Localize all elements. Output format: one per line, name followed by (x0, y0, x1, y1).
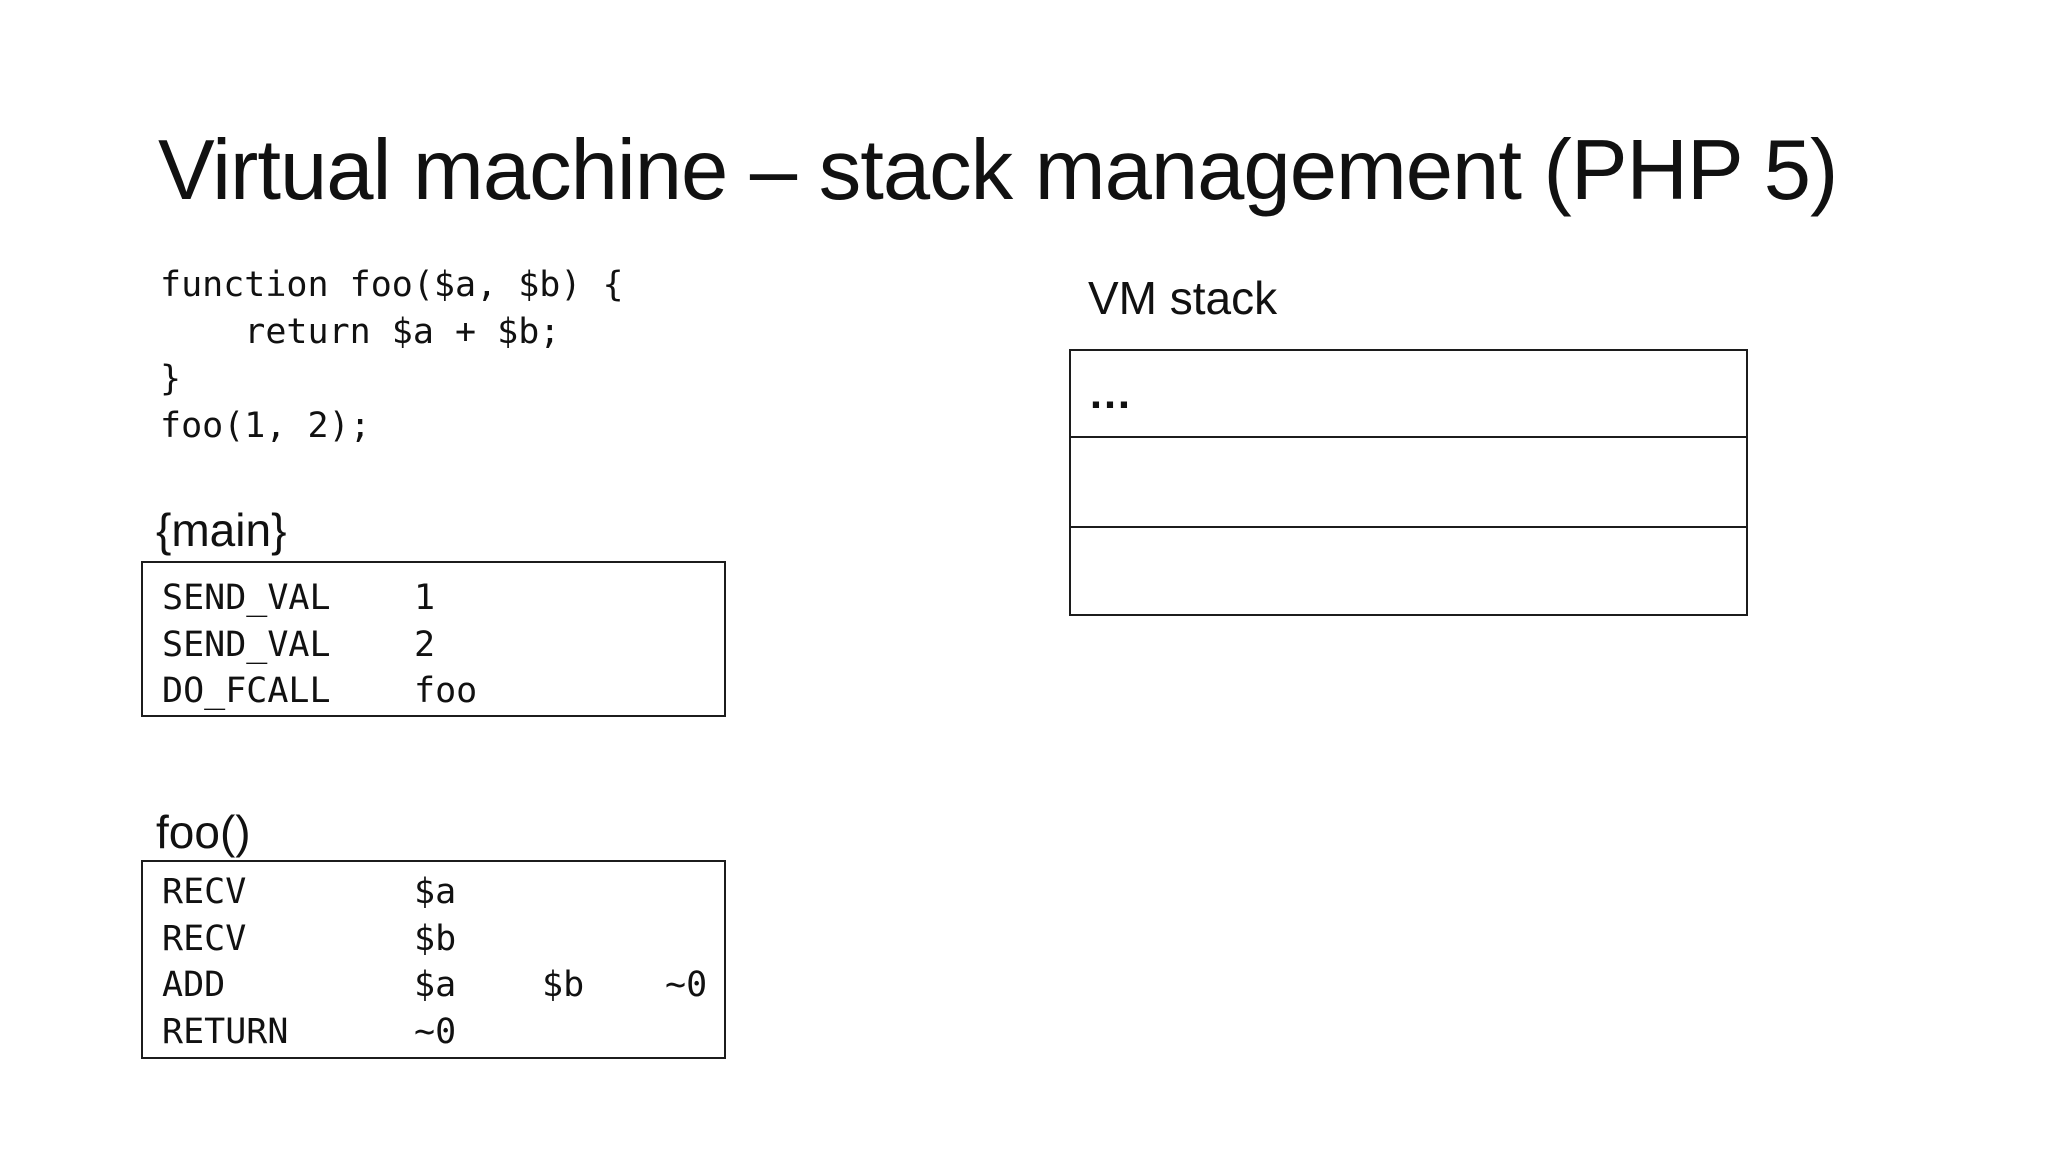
opcode-row: SEND_VAL 1 (162, 575, 724, 622)
vm-stack-table: … (1069, 349, 1748, 616)
vm-stack-ellipsis: … (1088, 369, 1132, 418)
vm-stack-row: … (1071, 351, 1746, 438)
opcode-row: RECV $a (162, 869, 724, 916)
vm-stack-row (1071, 528, 1746, 614)
opcode-operand: $b (542, 965, 585, 1005)
opcode-operand: $b (414, 918, 457, 959)
opcode-operand (665, 668, 724, 715)
opcode-operand: 2 (414, 624, 436, 665)
opcode-name: SEND_VAL (162, 624, 331, 665)
opcode-operand (542, 668, 665, 715)
slide-title: Virtual machine – stack management (PHP … (158, 123, 1838, 218)
opcode-row: RETURN ~0 (162, 1009, 724, 1056)
opcode-row: SEND_VAL 2 (162, 622, 724, 669)
foo-frame-opcode-box: RECV $a RECV $b ADD $a $b ~0 RETURN ~0 (141, 860, 726, 1059)
opcode-operand (665, 575, 724, 622)
opcode-name: RETURN (162, 1011, 289, 1052)
opcode-operand (542, 575, 665, 622)
main-frame-label: {main} (156, 504, 287, 556)
opcode-operand: ~0 (414, 1011, 457, 1052)
opcode-row: DO_FCALL foo (162, 668, 724, 715)
opcode-operand (665, 1009, 724, 1056)
opcode-operand (665, 869, 724, 916)
opcode-operand: 1 (414, 578, 436, 618)
vm-stack-label: VM stack (1088, 272, 1278, 324)
opcode-operand (542, 1009, 665, 1056)
opcode-operand: $a (414, 965, 457, 1005)
opcode-operand (542, 869, 665, 916)
php-code-snippet: function foo($a, $b) { return $a + $b; }… (160, 262, 624, 450)
opcode-operand (665, 622, 724, 669)
opcode-name: RECV (162, 918, 247, 959)
opcode-operand: ~0 (665, 965, 708, 1005)
opcode-name: RECV (162, 872, 247, 912)
opcode-operand (665, 916, 724, 963)
code-line: foo(1, 2); (160, 406, 371, 446)
opcode-row: ADD $a $b ~0 (162, 962, 724, 1009)
opcode-name: SEND_VAL (162, 578, 331, 618)
opcode-name: ADD (162, 965, 226, 1005)
code-line: function foo($a, $b) { (160, 265, 624, 305)
foo-frame-label: foo() (156, 806, 251, 858)
opcode-operand: foo (414, 671, 478, 711)
opcode-row: RECV $b (162, 916, 724, 963)
opcode-operand: $a (414, 872, 457, 912)
opcode-operand (542, 622, 665, 669)
code-line: return $a + $b; (160, 312, 561, 352)
main-frame-opcode-box: SEND_VAL 1 SEND_VAL 2 DO_FCALL foo (141, 561, 726, 717)
code-line: } (160, 359, 182, 399)
opcode-operand (542, 916, 665, 963)
opcode-name: DO_FCALL (162, 671, 331, 711)
vm-stack-row (1071, 438, 1746, 528)
